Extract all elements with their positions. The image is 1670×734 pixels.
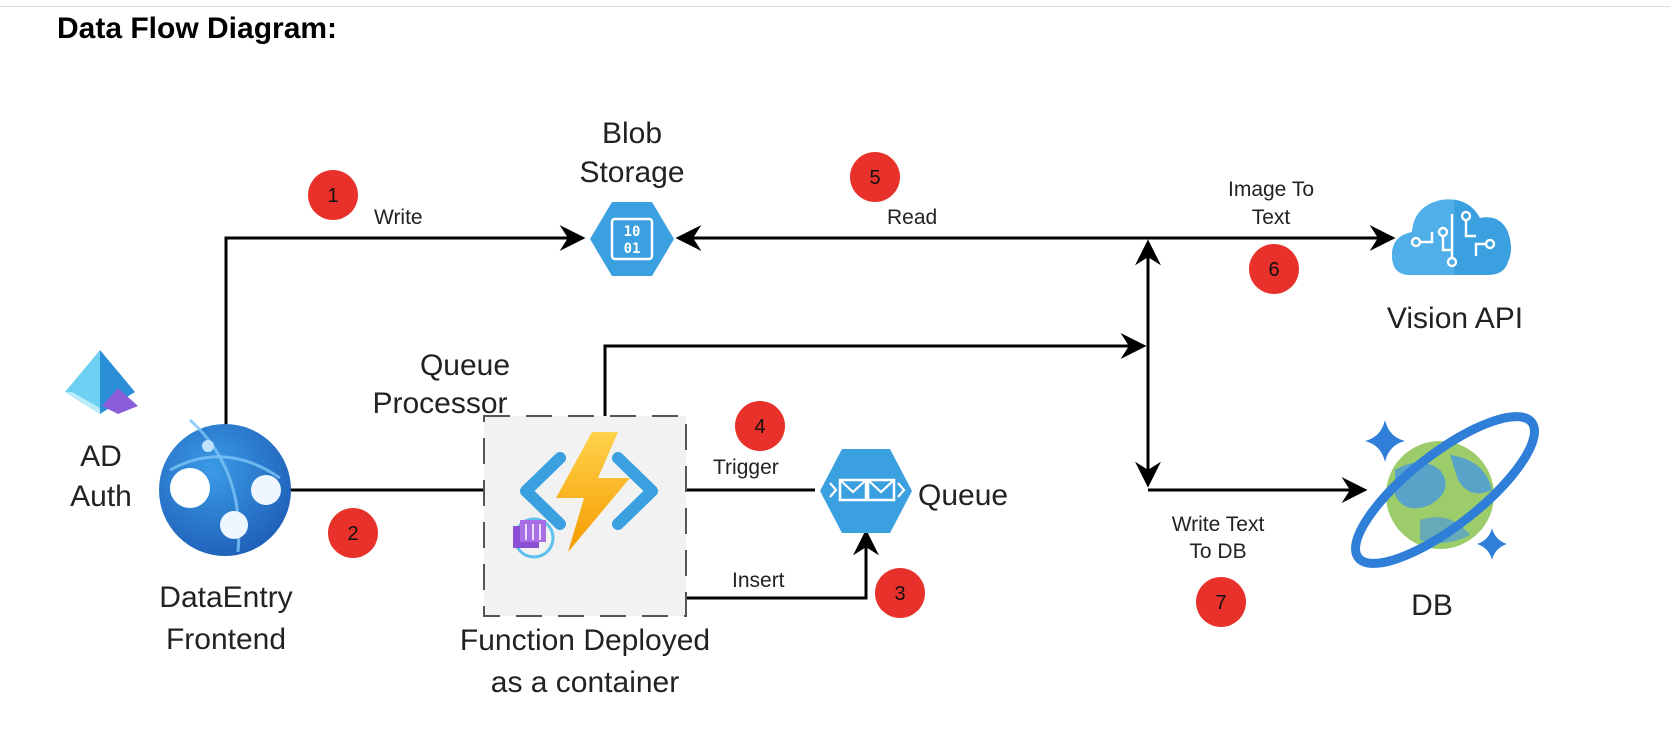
web-app-globe-icon [159, 418, 291, 556]
frontend-label-1: DataEntry [159, 581, 292, 614]
svg-text:7: 7 [1215, 592, 1226, 614]
queue-label: Queue [918, 479, 1008, 512]
step-badge-4: 4 [735, 401, 785, 451]
blob-storage-node: Blob Storage 10 01 [579, 117, 685, 276]
edge-function-to-junction [603, 333, 1147, 432]
edge-label-image-to-text-1: Image To [1228, 178, 1314, 201]
vision-cloud-icon [1392, 199, 1511, 275]
queue-processor-label-2: Processor [372, 387, 507, 420]
edge-label-trigger: Trigger [713, 456, 779, 479]
function-node: Queue Processor Function Deployed as a c… [372, 349, 710, 699]
svg-text:6: 6 [1268, 259, 1279, 281]
container-registry-icon [513, 517, 555, 559]
svg-text:01: 01 [624, 241, 641, 257]
frontend-node: DataEntry Frontend [159, 418, 293, 656]
queue-icon [820, 449, 912, 533]
svg-text:5: 5 [869, 167, 880, 189]
vision-api-node: Vision API [1387, 199, 1523, 335]
step-badge-3: 3 [875, 568, 925, 618]
edge-label-read: Read [887, 206, 937, 229]
blob-storage-icon: 10 01 [590, 202, 674, 276]
function-label-1: Function Deployed [460, 624, 710, 657]
step-badge-7: 7 [1196, 577, 1246, 627]
svg-text:3: 3 [894, 583, 905, 605]
step-badge-1: 1 [308, 170, 358, 220]
edge-write-frontend-to-blob [224, 225, 586, 425]
queue-node: Queue [820, 449, 1008, 533]
queue-processor-label-1: Queue [420, 349, 510, 382]
ad-auth-label-2: Auth [70, 480, 132, 513]
edge-label-image-to-text-2: Text [1252, 206, 1291, 229]
frontend-label-2: Frontend [166, 623, 286, 656]
svg-text:4: 4 [754, 416, 765, 438]
ad-auth-node: AD Auth [65, 350, 138, 513]
page-title: Data Flow Diagram: [57, 12, 338, 45]
ad-auth-label-1: AD [80, 440, 122, 473]
step-badge-2: 2 [328, 508, 378, 558]
step-badge-5: 5 [850, 152, 900, 202]
cosmos-db-icon [1351, 412, 1539, 568]
blob-storage-label-2: Storage [579, 156, 684, 189]
db-label: DB [1411, 589, 1453, 622]
top-rule [0, 6, 1670, 7]
svg-text:10: 10 [624, 224, 641, 240]
function-label-2: as a container [491, 666, 679, 699]
svg-text:1: 1 [327, 185, 338, 207]
function-bolt-icon [520, 432, 658, 552]
edge-label-write-text-db-2: To DB [1189, 540, 1246, 563]
db-node: DB [1351, 412, 1539, 622]
edge-label-write-text-db-1: Write Text [1172, 513, 1265, 536]
ad-pyramid-icon [65, 350, 138, 414]
svg-text:2: 2 [347, 523, 358, 545]
edge-label-insert: Insert [732, 569, 785, 592]
blob-storage-label-1: Blob [602, 117, 662, 150]
vision-api-label: Vision API [1387, 302, 1523, 335]
step-badge-6: 6 [1249, 244, 1299, 294]
edge-label-write: Write [374, 206, 423, 229]
